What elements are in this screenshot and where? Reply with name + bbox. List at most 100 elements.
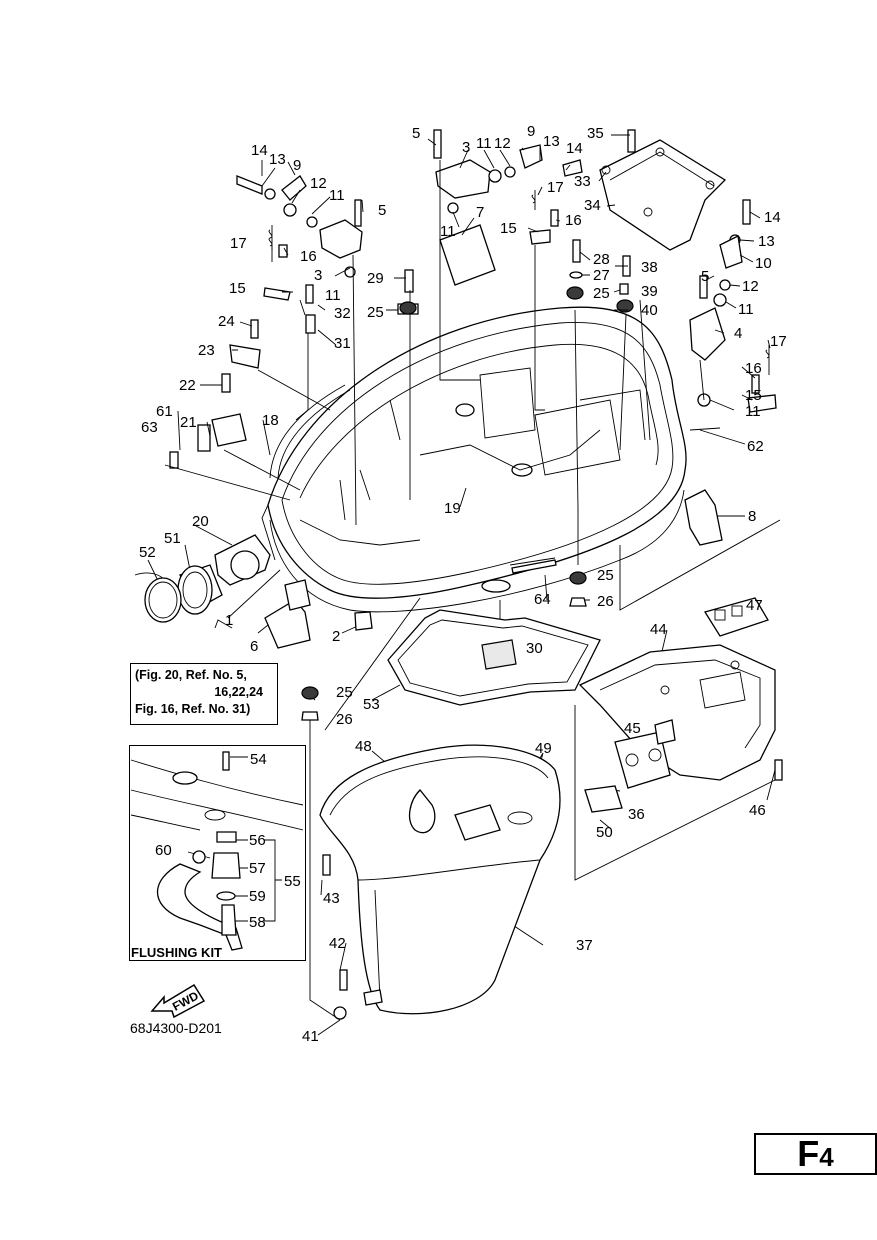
callout-25-right: 25 [593, 285, 610, 302]
callout-62: 62 [747, 438, 764, 455]
callout-10: 10 [755, 255, 772, 272]
callout-13-left: 13 [269, 151, 286, 168]
callout-52: 52 [139, 544, 156, 561]
callout-11-left: 11 [329, 187, 345, 204]
callout-11-right: 11 [738, 301, 754, 318]
callout-42: 42 [329, 935, 346, 952]
bottom-cowling [261, 306, 687, 613]
callout-5-left: 5 [378, 202, 386, 219]
callout-26-left: 26 [336, 711, 353, 728]
latch-lever [684, 489, 723, 546]
callout-14-left: 14 [251, 142, 268, 159]
callout-45: 45 [624, 720, 641, 737]
mounting-bracket [578, 597, 783, 813]
page-letter: F [797, 1133, 820, 1174]
callout-12-right: 12 [742, 278, 759, 295]
reference-note-line-2: 16,22,24 [214, 685, 263, 699]
callout-4: 4 [734, 325, 742, 342]
callout-12-left: 12 [310, 175, 327, 192]
reference-note: (Fig. 20, Ref. No. 5, 16,22,24 Fig. 16, … [130, 663, 278, 725]
lower-apron [319, 744, 561, 1020]
callout-33: 33 [574, 173, 591, 190]
callout-22: 22 [179, 377, 196, 394]
callout-54: 54 [250, 751, 267, 768]
callout-44: 44 [650, 621, 667, 638]
callout-27: 27 [593, 267, 610, 284]
callout-41: 41 [302, 1028, 319, 1045]
callout-7: 7 [476, 204, 484, 221]
callout-57: 57 [249, 860, 266, 877]
callout-11-center: 11 [476, 135, 492, 152]
callout-40: 40 [641, 302, 658, 319]
callout-6: 6 [250, 638, 258, 655]
flushing-kit-frame [129, 745, 306, 961]
top-right-bracket-plate [566, 129, 777, 413]
callout-17-left: 17 [230, 235, 247, 252]
callout-58: 58 [249, 914, 266, 931]
callout-38: 38 [641, 259, 658, 276]
callout-37: 37 [576, 937, 593, 954]
callout-55: 55 [284, 873, 301, 890]
gasket [387, 609, 601, 706]
callout-16-left: 16 [300, 248, 317, 265]
callout-32: 32 [334, 305, 351, 322]
callout-35: 35 [587, 125, 604, 142]
callout-9-left: 9 [293, 157, 301, 174]
page-number-badge: F4 [754, 1133, 877, 1175]
center-latch-hardware [433, 129, 583, 286]
callout-13-center: 13 [543, 133, 560, 150]
callout-24: 24 [218, 313, 235, 330]
forward-arrow-icon: FWD [150, 983, 206, 1019]
callout-16-center: 16 [565, 212, 582, 229]
callout-20: 20 [192, 513, 209, 530]
callout-50: 50 [596, 824, 613, 841]
flushing-kit-label: FLUSHING KIT [131, 945, 222, 960]
callout-labels: 14 13 9 12 11 5 17 16 3 15 11 29 32 25 2… [139, 123, 787, 1045]
reference-note-line-1: (Fig. 20, Ref. No. 5, [135, 668, 247, 682]
callout-16-right: 16 [745, 360, 762, 377]
callout-23: 23 [198, 342, 215, 359]
callout-39: 39 [641, 283, 658, 300]
callout-9-center: 9 [527, 123, 535, 140]
callout-17-center: 17 [547, 179, 564, 196]
callout-5-right: 5 [701, 268, 709, 285]
left-parts [134, 534, 557, 649]
callout-2: 2 [332, 628, 340, 645]
callout-51: 51 [164, 530, 181, 547]
callout-49: 49 [535, 740, 552, 757]
callout-47: 47 [746, 597, 763, 614]
callout-46: 46 [749, 802, 766, 819]
callout-36: 36 [628, 806, 645, 823]
flushing-kit-inset [130, 751, 304, 951]
callout-5-center: 5 [412, 125, 420, 142]
grommets [301, 301, 587, 721]
callout-61: 61 [156, 403, 173, 420]
callout-21: 21 [180, 414, 197, 431]
callout-11-right-b: 11 [745, 403, 761, 420]
callout-3-left: 3 [314, 267, 322, 284]
callout-30: 30 [526, 640, 543, 657]
callout-60: 60 [155, 842, 172, 859]
callout-43: 43 [323, 890, 340, 907]
seal-strip [269, 384, 346, 479]
callout-15-center: 15 [500, 220, 517, 237]
callout-25-mid-right: 25 [597, 567, 614, 584]
leader-lines [147, 134, 781, 1036]
left-latch-hardware [169, 175, 419, 469]
callout-56: 56 [249, 832, 266, 849]
callout-3-center: 3 [462, 139, 470, 156]
callout-25-top: 25 [367, 304, 384, 321]
callout-17-right: 17 [770, 333, 787, 350]
callout-28: 28 [593, 251, 610, 268]
callout-11-left-b: 11 [325, 287, 341, 304]
callout-15-right: 15 [745, 387, 762, 404]
page-number: 4 [819, 1142, 834, 1172]
callout-48: 48 [355, 738, 372, 755]
callout-29: 29 [367, 270, 384, 287]
callout-53: 53 [363, 696, 380, 713]
callout-63: 63 [141, 419, 158, 436]
callout-31: 31 [334, 335, 351, 352]
callout-59: 59 [249, 888, 266, 905]
callout-25-left: 25 [336, 684, 353, 701]
